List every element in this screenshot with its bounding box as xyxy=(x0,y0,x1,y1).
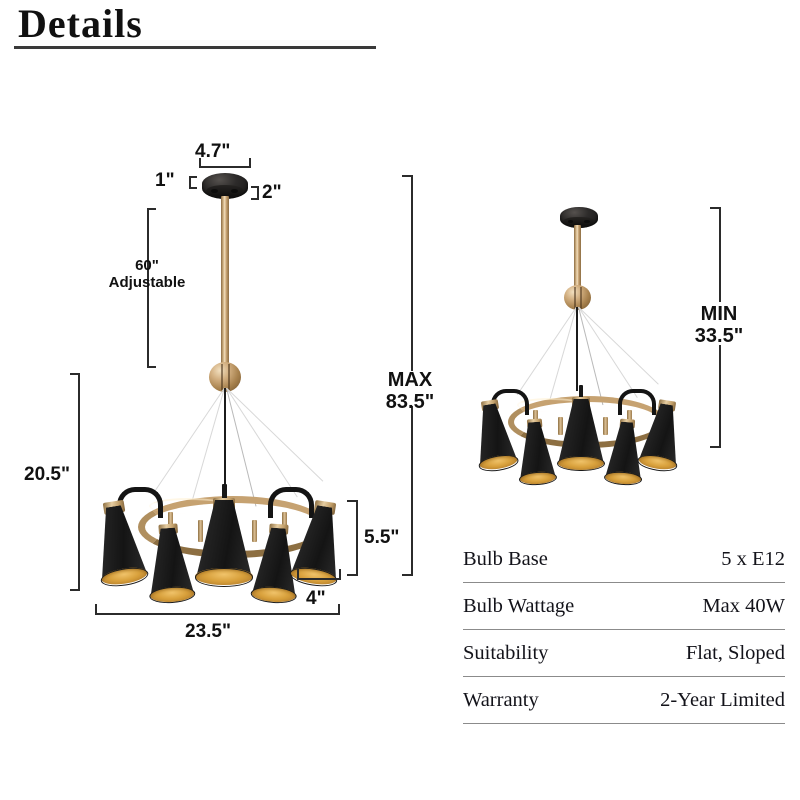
suspension-wire-4 xyxy=(226,387,299,498)
suspension-wire-3 xyxy=(226,387,257,507)
canopy-min xyxy=(560,207,598,228)
canopy-min-lip xyxy=(563,216,595,227)
label-adjustable-length: 60" Adjustable xyxy=(108,257,186,291)
shade-3-rim xyxy=(194,567,254,587)
table-row: Suitability Flat, Sloped xyxy=(463,630,785,677)
suspension-wire-min-4 xyxy=(578,306,639,398)
hub-seam-right xyxy=(228,363,230,391)
suspension-wire-1 xyxy=(152,387,226,495)
hub-min-seam-right xyxy=(580,286,582,309)
shade-min-3-rim xyxy=(557,455,605,472)
downrod-max xyxy=(221,196,229,372)
bracket-body-height xyxy=(70,373,80,591)
canopy-min-screw-right xyxy=(584,220,590,224)
hub-ball xyxy=(209,362,241,392)
bracket-adjustable-length xyxy=(147,208,156,368)
ring-min-post-midleft xyxy=(558,417,563,435)
suspension-wire-min-5 xyxy=(578,306,660,385)
shade-2 xyxy=(146,523,196,605)
spec-label: Suitability xyxy=(463,641,549,664)
shade-min-4 xyxy=(603,418,645,487)
label-max-height: MAX 83.5" xyxy=(385,369,435,414)
label-overall-width: 23.5" xyxy=(185,621,231,642)
downrod-min xyxy=(574,225,581,290)
ring-post-midright xyxy=(252,520,257,542)
suspension-hub-max xyxy=(209,362,241,392)
bracket-min-height-lower xyxy=(710,345,721,448)
page-title: Details xyxy=(18,1,143,46)
ring-min-post-right xyxy=(627,410,632,427)
shade-min-3-cone xyxy=(558,399,604,464)
specification-table: Bulb Base 5 x E12 Bulb Wattage Max 40W S… xyxy=(463,536,785,724)
hub-min-seam-left xyxy=(574,286,576,309)
bracket-overall-width xyxy=(95,604,340,615)
shade-min-3-stem xyxy=(579,385,584,401)
arm-far-right xyxy=(268,487,314,518)
table-row: Warranty 2-Year Limited xyxy=(463,677,785,724)
shade-3-cone xyxy=(196,500,252,578)
spec-value: Flat, Sloped xyxy=(685,641,785,664)
arm-min-far-right xyxy=(618,389,656,415)
suspension-wire-5 xyxy=(226,387,324,482)
label-canopy-left: 1" xyxy=(155,170,175,191)
ring-min-post-midright xyxy=(603,417,608,435)
bracket-canopy-left xyxy=(189,176,197,189)
shade-min-2 xyxy=(516,418,558,487)
bracket-min-height-upper xyxy=(710,207,721,302)
suspension-wire-min-2 xyxy=(548,306,578,404)
title-underline xyxy=(14,46,376,49)
spec-value: 2-Year Limited xyxy=(660,688,785,711)
min-chandelier-illustration xyxy=(455,0,715,487)
label-shade-height: 5.5" xyxy=(364,527,400,548)
bracket-canopy-right xyxy=(251,186,259,200)
label-shade-width: 4" xyxy=(306,588,326,609)
canopy-min-screw-left xyxy=(567,220,573,224)
shade-min-5 xyxy=(636,399,686,474)
spec-label: Bulb Wattage xyxy=(463,594,575,617)
spec-label: Warranty xyxy=(463,688,539,711)
canopy-screw-left xyxy=(211,189,218,194)
suspension-wire-min-1 xyxy=(516,306,578,396)
suspension-hub-min xyxy=(564,285,591,310)
table-row: Bulb Wattage Max 40W xyxy=(463,583,785,630)
shade-3-stem xyxy=(221,484,227,502)
canopy-screw-right xyxy=(231,189,238,194)
label-canopy-right: 2" xyxy=(262,182,282,203)
center-cord-max xyxy=(224,388,226,490)
shade-min-3-center xyxy=(557,385,605,472)
spec-label: Bulb Base xyxy=(463,547,548,570)
shade-3-center xyxy=(194,484,254,587)
max-chandelier-illustration xyxy=(0,0,440,640)
bracket-canopy-width xyxy=(199,158,251,168)
hub-min-ball xyxy=(564,285,591,310)
label-body-height: 20.5" xyxy=(24,464,70,485)
hub-seam-left xyxy=(221,363,223,391)
ring-post-left xyxy=(168,512,173,534)
canopy-lip xyxy=(205,184,245,197)
bracket-max-height-upper xyxy=(402,175,413,371)
suspension-wire-2 xyxy=(190,387,226,504)
label-min-height: MIN 33.5" xyxy=(694,303,744,348)
label-canopy-width: 4.7" xyxy=(195,141,231,162)
bracket-max-height-lower xyxy=(402,406,413,576)
bracket-shade-width xyxy=(297,569,341,580)
ring-post-right xyxy=(282,512,287,532)
center-cord-min xyxy=(576,307,578,391)
bracket-shade-height xyxy=(347,500,358,576)
table-row: Bulb Base 5 x E12 xyxy=(463,536,785,583)
spec-value: Max 40W xyxy=(702,594,785,617)
canopy-max xyxy=(202,173,248,199)
spec-value: 5 x E12 xyxy=(721,547,785,570)
ring-post-midleft xyxy=(198,520,203,542)
